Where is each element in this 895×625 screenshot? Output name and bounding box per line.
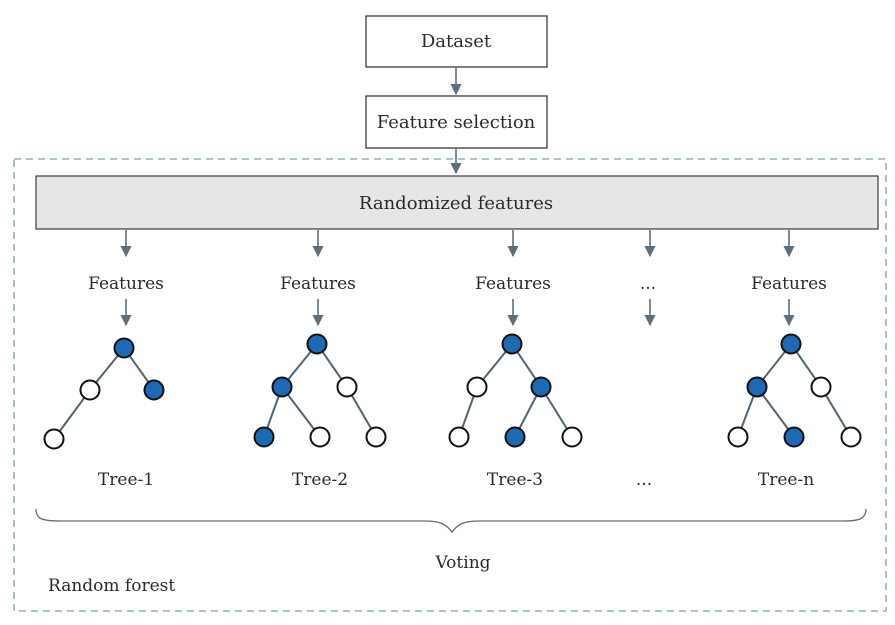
tree-node-filled <box>504 426 526 448</box>
features-label-tree-n: Features <box>751 274 827 294</box>
tree-node-filled <box>271 376 293 398</box>
tree-1 <box>43 337 165 450</box>
tree-node-empty <box>448 426 470 448</box>
tree-node-empty <box>727 426 749 448</box>
features-label-tree-3: Features <box>475 274 551 294</box>
tree-node-filled <box>783 426 805 448</box>
voting-brace <box>35 508 867 534</box>
tree-node-filled <box>253 426 275 448</box>
dataset-label: Dataset <box>421 31 492 52</box>
trees-layer <box>43 333 862 450</box>
tree-node-empty <box>810 376 832 398</box>
random-forest-label: Random forest <box>48 576 175 596</box>
randomized-features-band <box>35 175 879 230</box>
tree-node-empty <box>336 376 358 398</box>
dataset-box <box>365 15 548 68</box>
tree-node-filled <box>143 379 165 401</box>
tree-node-filled <box>746 376 768 398</box>
features-label-tree-1: Features <box>88 274 164 294</box>
tree-node-empty <box>43 428 65 450</box>
tree-label-n: Tree-n <box>758 470 814 490</box>
randomized-features-label: Randomized features <box>359 193 553 214</box>
tree-label-1: Tree-1 <box>98 470 154 490</box>
tree-4 <box>727 333 862 448</box>
voting-label: Voting <box>434 553 490 573</box>
feature-selection-label: Feature selection <box>377 112 536 133</box>
tree-2 <box>253 333 387 448</box>
features-label-tree-2: Features <box>280 274 356 294</box>
tree-node-empty <box>365 426 387 448</box>
tree-node-empty <box>79 379 101 401</box>
tree-node-filled <box>113 337 135 359</box>
tree-node-filled <box>530 376 552 398</box>
ellipsis-features: ... <box>640 274 656 294</box>
tree-node-empty <box>840 426 862 448</box>
ellipsis-trees: ... <box>636 470 652 490</box>
tree-node-filled <box>306 333 328 355</box>
tree-node-empty <box>466 376 488 398</box>
tree-node-empty <box>309 426 331 448</box>
tree-node-empty <box>561 426 583 448</box>
tree-3 <box>448 333 583 448</box>
tree-node-filled <box>501 333 523 355</box>
tree-label-3: Tree-3 <box>487 470 543 490</box>
tree-label-2: Tree-2 <box>292 470 348 490</box>
random-forest-frame <box>13 158 887 612</box>
tree-node-filled <box>780 333 802 355</box>
